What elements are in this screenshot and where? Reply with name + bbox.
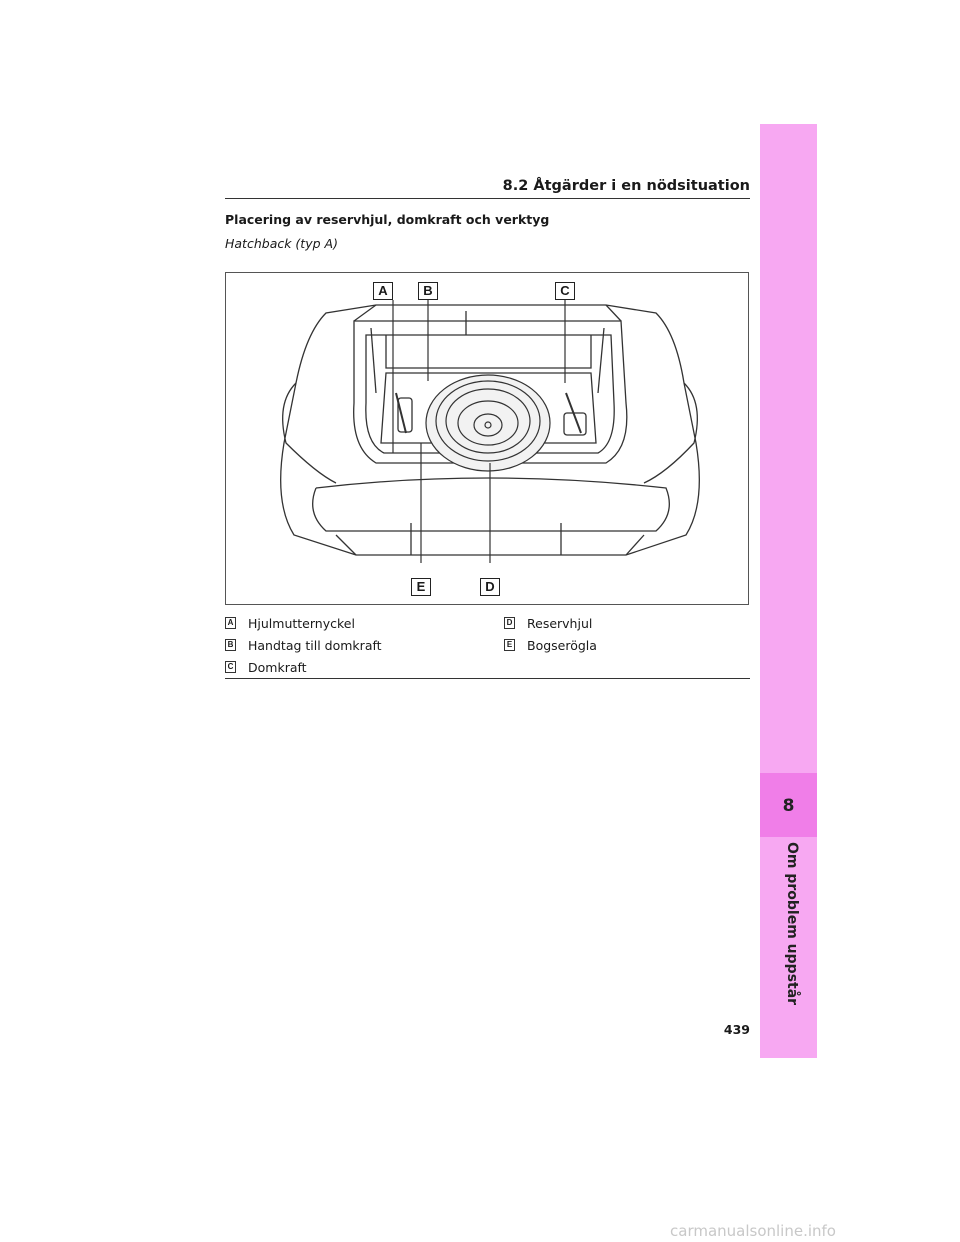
car-trunk-drawing [280, 300, 700, 563]
legend-label: Hjulmutternyckel [248, 615, 355, 631]
callout-a: A [373, 282, 393, 300]
header-divider [225, 198, 750, 199]
chapter-number: 8 [782, 796, 795, 816]
subtitle: Hatchback (typ A) [225, 236, 338, 251]
legend-key: B [225, 639, 236, 651]
callout-c: C [555, 282, 575, 300]
legend-key: D [504, 617, 515, 629]
callout-e: E [411, 578, 431, 596]
legend-item-d: D Reservhjul [504, 614, 592, 632]
section-title: Placering av reservhjul, domkraft och ve… [225, 212, 550, 227]
chapter-tab-active[interactable] [760, 773, 817, 837]
legend-item-c: C Domkraft [225, 658, 307, 676]
legend-key: E [504, 639, 515, 651]
chapter-side-tab [760, 124, 817, 1058]
section-header: 8.2 Åtgärder i en nödsituation [502, 178, 750, 194]
legend-item-e: E Bogserögla [504, 636, 597, 654]
page-number: 439 [723, 1022, 750, 1037]
legend-label: Domkraft [248, 659, 307, 675]
callout-d: D [480, 578, 500, 596]
watermark: carmanualsonline.info [670, 1222, 836, 1240]
legend-key: C [225, 661, 236, 673]
legend-item-a: A Hjulmutternyckel [225, 614, 355, 632]
callout-b: B [418, 282, 438, 300]
legend-label: Bogserögla [527, 637, 597, 653]
chapter-title: Om problem uppstår [784, 842, 800, 1006]
legend-item-b: B Handtag till domkraft [225, 636, 382, 654]
legend-key: A [225, 617, 236, 629]
legend-label: Reservhjul [527, 615, 593, 631]
legend-divider [225, 678, 750, 679]
trunk-illustration: A B C E D [225, 272, 749, 605]
legend-label: Handtag till domkraft [248, 637, 382, 653]
figure-legend: A Hjulmutternyckel B Handtag till domkra… [225, 614, 750, 678]
